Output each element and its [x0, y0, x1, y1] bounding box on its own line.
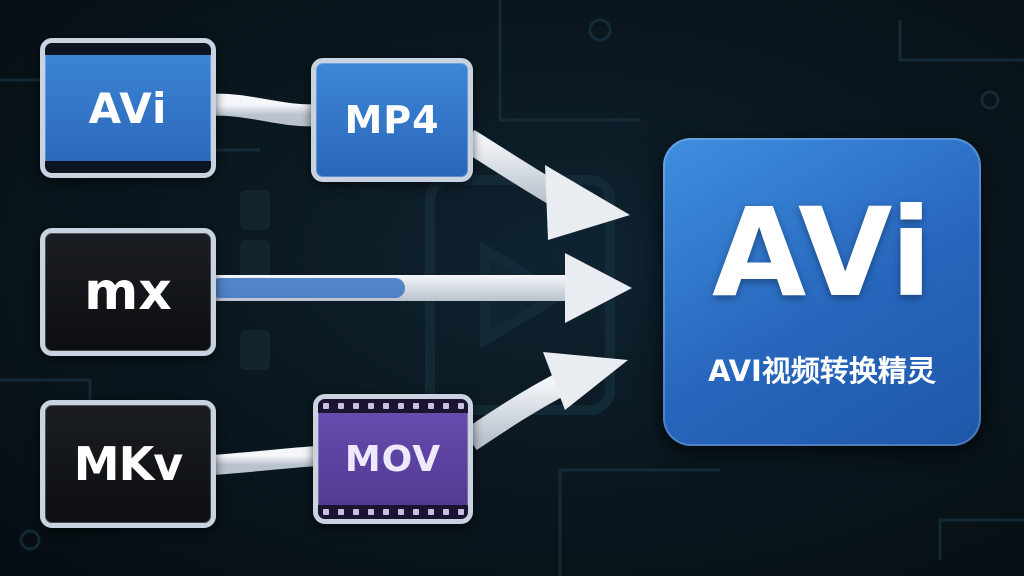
- mx-source-label: mx: [84, 262, 172, 322]
- mp4-label: MP4: [344, 98, 440, 142]
- arrow-mkv-to-mov: [202, 446, 328, 475]
- avi-source-label: AVi: [88, 83, 168, 133]
- arrow-mp4-to-app: [461, 129, 630, 240]
- avi-file-icon: AVi: [40, 38, 216, 178]
- mov-label: MOV: [344, 438, 442, 480]
- mx-file-icon: mx: [40, 228, 216, 356]
- film-strip-top: [318, 399, 468, 413]
- arrow-mx-to-app: [210, 253, 632, 323]
- app-subtitle: AVI视频转换精灵: [708, 354, 936, 388]
- mov-film-icon: MOV: [313, 394, 473, 524]
- mkv-source-label: MKv: [73, 437, 183, 491]
- film-strip-bottom: [318, 505, 468, 519]
- mp4-file-icon: MP4: [311, 58, 473, 182]
- arrow-mov-to-app: [463, 352, 628, 450]
- arrow-avi-to-mp4: [194, 93, 331, 127]
- app-title: AVi: [711, 182, 933, 324]
- avi-app-icon: [663, 138, 981, 446]
- mkv-file-icon: MKv: [40, 400, 216, 528]
